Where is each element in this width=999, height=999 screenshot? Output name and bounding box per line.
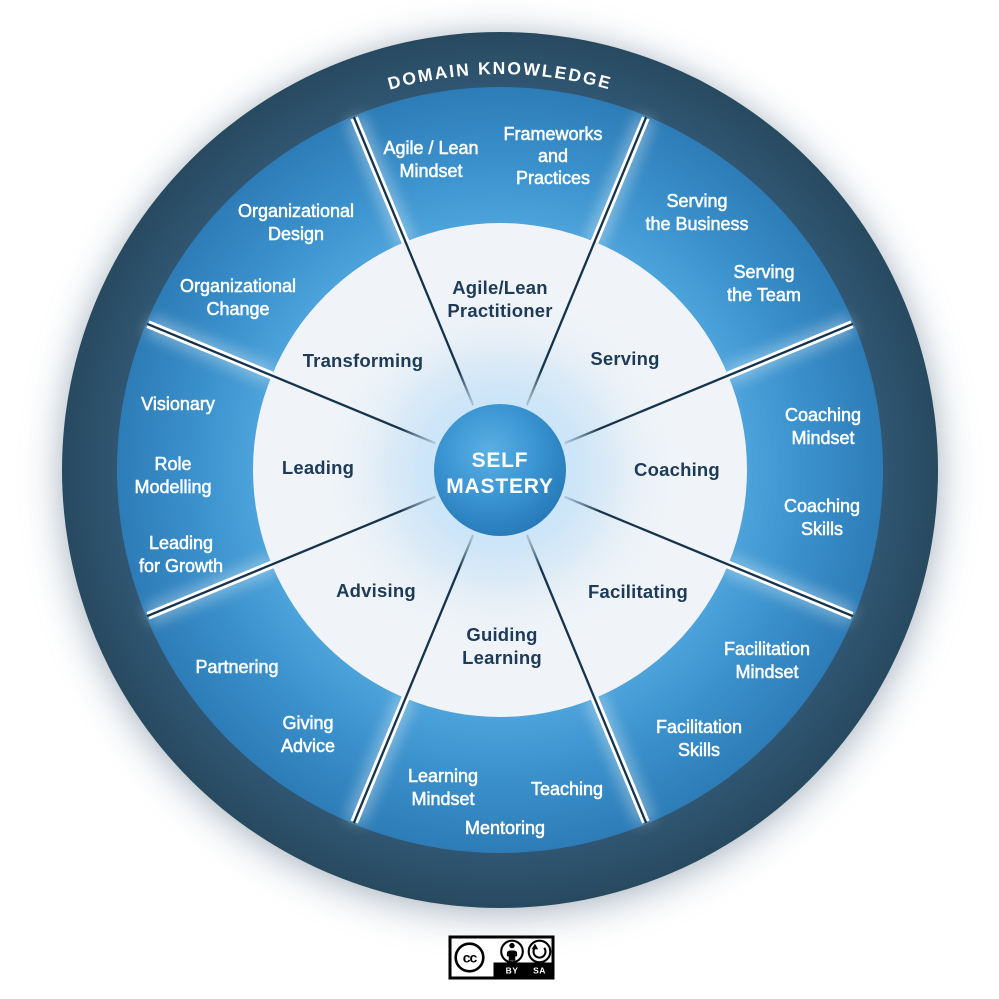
wheel: SELF MASTERY DOMAIN KNOWLEDGE Agile/Lean… (62, 32, 938, 908)
cc-by-person-icon (500, 939, 524, 964)
sector-label-leading: Leading (282, 457, 354, 478)
cc-by-sa-badge: cc BY SA (448, 935, 555, 980)
sector-label-guiding-learning: Learning (462, 647, 542, 668)
skill-frameworks-and-practices: Practices (516, 168, 590, 188)
skill-role-modelling: Role (154, 454, 191, 474)
cc-sa-arrow-icon (527, 939, 552, 964)
skill-mentoring: Mentoring (465, 818, 545, 838)
skill-coaching-mindset: Coaching (785, 405, 861, 425)
skill-facilitation-skills: Skills (678, 740, 720, 760)
skill-leading-for-growth: for Growth (139, 556, 223, 576)
skill-serving-the-team: Serving (733, 262, 794, 282)
divider-line-group (146, 116, 854, 824)
skill-coaching-skills: Coaching (784, 496, 860, 516)
cc-sa-label: SA (533, 965, 546, 975)
center-label-line: SELF (472, 449, 529, 472)
cc-logo-icon (454, 942, 485, 973)
skill-facilitation-skills: Facilitation (656, 717, 742, 737)
skill-giving-advice: Giving (282, 713, 333, 733)
skill-partnering: Partnering (195, 657, 278, 677)
skill-facilitation-mindset: Mindset (735, 662, 798, 682)
sector-label-advising: Advising (336, 580, 416, 601)
sector-label-agile-lean-practitioner: Agile/Lean (452, 277, 548, 298)
cc-strip (493, 962, 552, 977)
skill-giving-advice: Advice (281, 736, 335, 756)
skill-organizational-change: Change (206, 299, 269, 319)
skill-coaching-skills: Skills (801, 519, 843, 539)
center-label-line: MASTERY (446, 475, 554, 498)
skill-visionary: Visionary (141, 394, 215, 414)
skill-learning-mindset: Learning (408, 766, 478, 786)
divider-line (564, 322, 854, 445)
skill-role-modelling: Modelling (134, 477, 211, 497)
skill-serving-the-business: Serving (666, 191, 727, 211)
divider-line (146, 495, 436, 618)
skill-coaching-mindset: Mindset (791, 428, 854, 448)
divider-line (352, 116, 475, 406)
skill-serving-the-team: the Team (727, 285, 801, 305)
divider-line (352, 534, 475, 824)
sector-label-agile-lean-practitioner: Practitioner (447, 300, 552, 321)
skill-facilitation-mindset: Facilitation (724, 639, 810, 659)
skill-leading-for-growth: Leading (149, 533, 213, 553)
sector-label-transforming: Transforming (303, 350, 424, 371)
divider-line (525, 534, 648, 824)
sector-label-guiding-learning: Guiding (466, 624, 537, 645)
cc-by-label: BY (506, 965, 519, 975)
center-circle (434, 404, 566, 536)
divider-line (525, 116, 648, 406)
cc-logo-letters: cc (463, 950, 478, 966)
skill-serving-the-business: the Business (645, 214, 748, 234)
skill-organizational-design: Organizational (238, 201, 354, 221)
skill-frameworks-and-practices: Frameworks (503, 124, 602, 144)
sector-label-serving: Serving (590, 348, 659, 369)
skill-teaching: Teaching (531, 779, 603, 799)
skill-frameworks-and-practices: and (538, 146, 568, 166)
skill-organizational-change: Organizational (180, 276, 296, 296)
skill-agile-lean-mindset: Mindset (399, 161, 462, 181)
skill-agile-lean-mindset: Agile / Lean (383, 138, 478, 158)
sector-label-coaching: Coaching (634, 459, 720, 480)
sector-labels: Agile/Lean Practitioner Serving Coaching… (282, 277, 720, 668)
divider-line (146, 322, 436, 445)
skill-organizational-design: Design (268, 224, 324, 244)
sector-label-facilitating: Facilitating (588, 581, 688, 602)
divider-line (564, 495, 854, 618)
skill-labels: Agile / Lean Mindset Frameworks and Prac… (134, 124, 861, 839)
skill-learning-mindset: Mindset (411, 789, 474, 809)
